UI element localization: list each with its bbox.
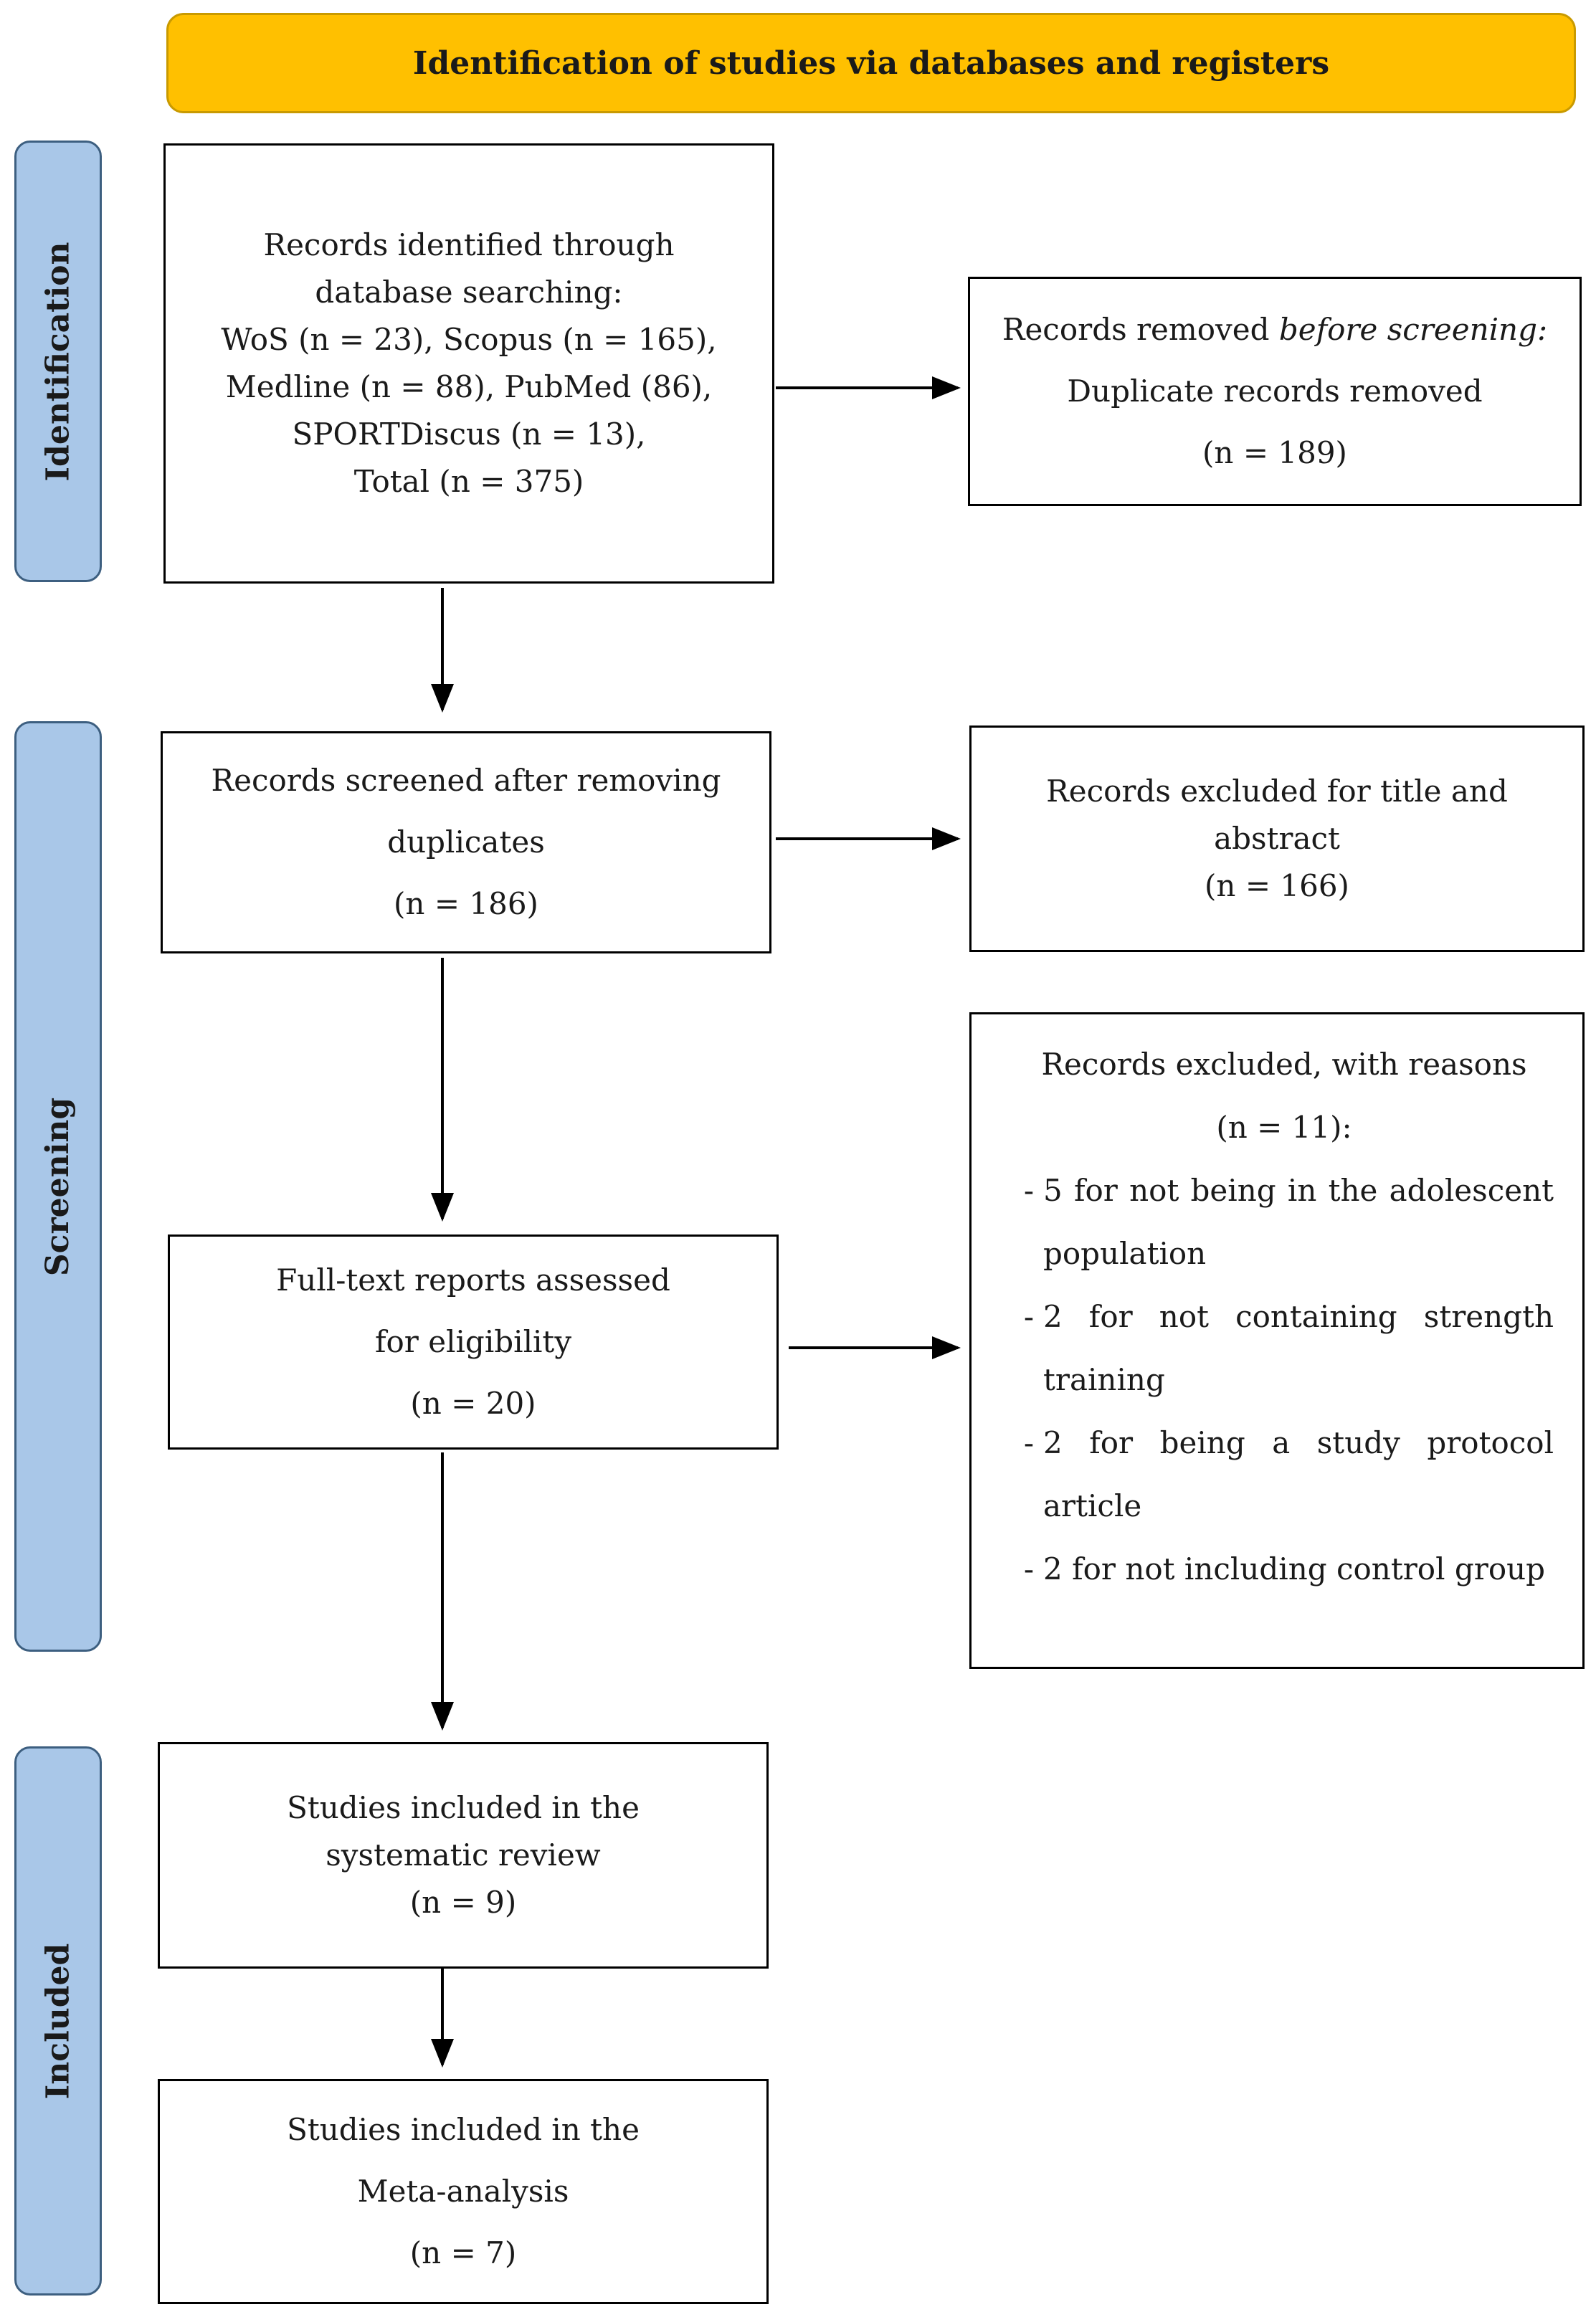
banner-title: Identification of studies via databases …	[412, 44, 1330, 82]
records-excluded-reasons-box: Records excluded, with reasons (n = 11):…	[969, 1012, 1585, 1669]
meta-analysis-count: (n = 7)	[409, 2235, 517, 2270]
records-identified-line-5: SPORTDiscus (n = 13),	[292, 417, 646, 452]
records-identified-line-1: Records identified through	[263, 227, 675, 262]
exclusion-reason-item: - 5 for not being in the adolescent popu…	[1015, 1159, 1554, 1285]
records-identified-line-3: WoS (n = 23), Scopus (n = 165),	[221, 322, 717, 357]
list-dash: -	[1023, 1173, 1035, 1208]
exclusion-reason-text: 2 for not containing strength training	[1043, 1299, 1554, 1397]
records-removed-label-italic: before screening:	[1278, 312, 1548, 347]
exclusion-reason-item: - 2 for not containing strength training	[1015, 1285, 1554, 1412]
records-removed-label-line: Records removed before screening:	[1002, 299, 1547, 361]
identification-banner: Identification of studies via databases …	[166, 13, 1576, 113]
systematic-review-box: Studies included in the systematic revie…	[158, 1742, 769, 1969]
phase-screening: Screening	[14, 721, 102, 1652]
exclusion-reason-text: 2 for not including control group	[1043, 1551, 1546, 1586]
list-dash: -	[1023, 1299, 1035, 1334]
records-identified-box: Records identified through database sear…	[163, 143, 774, 584]
records-removed-count: (n = 189)	[1202, 435, 1347, 470]
exclusion-reason-item: - 2 for not including control group	[1015, 1538, 1554, 1601]
list-dash: -	[1023, 1425, 1035, 1460]
meta-analysis-box: Studies included in the Meta-analysis (n…	[158, 2079, 769, 2304]
exclusion-reason-text: 5 for not being in the adolescent popula…	[1043, 1173, 1554, 1271]
records-identified-line-6: Total (n = 375)	[353, 464, 584, 499]
records-screened-line-1: Records screened after removing	[211, 763, 721, 798]
phase-identification: Identification	[14, 141, 102, 582]
phase-included: Included	[14, 1746, 102, 2296]
records-removed-box: Records removed before screening: Duplic…	[968, 277, 1582, 506]
records-excluded-title-line-1: Records excluded for title and	[1046, 774, 1508, 809]
list-dash: -	[1023, 1551, 1035, 1586]
records-screened-count: (n = 186)	[394, 886, 538, 921]
systematic-review-count: (n = 9)	[409, 1885, 517, 1920]
records-removed-label: Records removed	[1002, 312, 1279, 347]
records-removed-duplicates: Duplicate records removed	[1067, 374, 1483, 409]
fulltext-assessed-box: Full-text reports assessed for eligibili…	[168, 1235, 779, 1450]
fulltext-assessed-line-2: for eligibility	[374, 1324, 572, 1359]
records-excluded-title-line-2: abstract	[1214, 821, 1340, 856]
records-identified-line-2: database searching:	[315, 275, 623, 310]
systematic-review-line-2: systematic review	[326, 1837, 601, 1873]
records-excluded-title-count: (n = 166)	[1205, 868, 1349, 903]
records-identified-line-4: Medline (n = 88), PubMed (86),	[225, 369, 713, 404]
records-screened-box: Records screened after removing duplicat…	[161, 731, 771, 953]
exclusion-reason-item: - 2 for being a study protocol article	[1015, 1412, 1554, 1538]
systematic-review-line-1: Studies included in the	[287, 1790, 640, 1825]
records-screened-line-2: duplicates	[387, 824, 545, 860]
meta-analysis-line-1: Studies included in the	[287, 2112, 640, 2147]
fulltext-assessed-count: (n = 20)	[410, 1386, 536, 1421]
records-excluded-title-box: Records excluded for title and abstract …	[969, 726, 1585, 952]
exclusion-reason-text: 2 for being a study protocol article	[1043, 1425, 1554, 1523]
records-excluded-reasons-count: (n = 11):	[1216, 1110, 1352, 1145]
records-excluded-reasons-title: Records excluded, with reasons	[1041, 1047, 1527, 1082]
fulltext-assessed-line-1: Full-text reports assessed	[276, 1262, 670, 1298]
meta-analysis-line-2: Meta-analysis	[357, 2174, 569, 2209]
